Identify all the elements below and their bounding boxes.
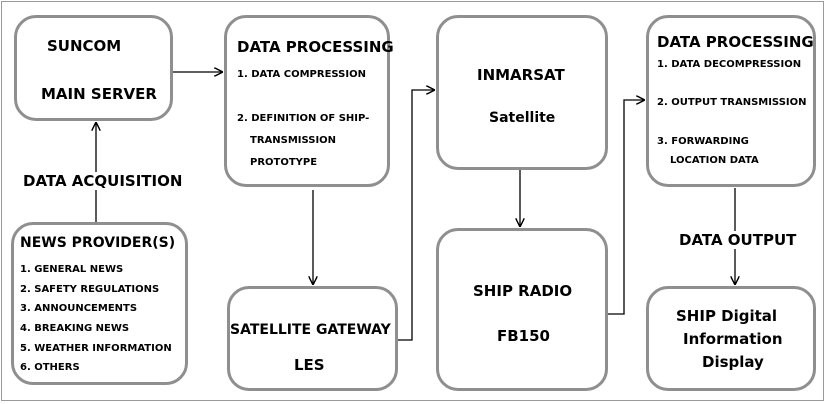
news-item-1: 1. GENERAL NEWS xyxy=(20,264,124,275)
processing2-item3b: LOCATION DATA xyxy=(670,155,759,166)
inmarsat-line1: INMARSAT xyxy=(477,66,565,84)
news-item-3: 3. ANNOUNCEMENTS xyxy=(20,303,138,314)
data-acquisition-label: DATA ACQUISITION xyxy=(21,172,185,190)
processing1-item2a: 2. DEFINITION OF SHIP- xyxy=(237,113,370,124)
processing2-title: DATA PROCESSING xyxy=(657,33,814,51)
processing1-title: DATA PROCESSING xyxy=(237,38,394,56)
suncom-line1: SUNCOM xyxy=(47,37,122,55)
data-processing-box-2: DATA PROCESSING 1. DATA DECOMPRESSION 2.… xyxy=(646,15,816,187)
shipradio-line1: SHIP RADIO xyxy=(473,282,573,300)
inmarsat-satellite-box: INMARSAT Satellite xyxy=(436,15,608,170)
gateway-line1: SATELLITE GATEWAY xyxy=(230,322,391,338)
processing1-item2c: PROTOTYPE xyxy=(250,157,318,168)
processing2-item2: 2. OUTPUT TRANSMISSION xyxy=(657,97,807,108)
inmarsat-line2: Satellite xyxy=(489,110,556,126)
news-providers-box: NEWS PROVIDER(S) 1. GENERAL NEWS 2. SAFE… xyxy=(11,222,188,385)
shipradio-line2: FB150 xyxy=(497,327,550,345)
data-output-label: DATA OUTPUT xyxy=(677,231,799,249)
processing1-item2b: TRANSMISSION xyxy=(250,135,337,146)
ship-digital-display-box: SHIP Digital Information Display xyxy=(646,286,816,391)
processing2-item3a: 3. FORWARDING xyxy=(657,136,749,147)
data-processing-box-1: DATA PROCESSING 1. DATA COMPRESSION 2. D… xyxy=(224,15,394,187)
processing1-item1: 1. DATA COMPRESSION xyxy=(237,69,366,80)
news-item-4: 4. BREAKING NEWS xyxy=(20,323,130,334)
news-title: NEWS PROVIDER(S) xyxy=(20,235,176,251)
arrow-gateway-to-inmarsat xyxy=(398,90,434,341)
news-item-2: 2. SAFETY REGULATIONS xyxy=(20,284,160,295)
news-item-6: 6. OTHERS xyxy=(20,362,80,373)
news-item-5: 5. WEATHER INFORMATION xyxy=(20,343,172,354)
gateway-line2: LES xyxy=(294,356,325,374)
processing2-item1: 1. DATA DECOMPRESSION xyxy=(657,59,802,70)
display-line3: Display xyxy=(702,353,764,371)
ship-radio-box: SHIP RADIO FB150 xyxy=(436,228,608,391)
display-line2: Information xyxy=(683,330,783,348)
suncom-line2: MAIN SERVER xyxy=(41,85,157,103)
arrow-shipradio-to-processing2 xyxy=(608,100,644,315)
suncom-main-server-box: SUNCOM MAIN SERVER xyxy=(14,15,173,121)
display-line1: SHIP Digital xyxy=(676,307,778,325)
satellite-gateway-box: SATELLITE GATEWAY LES xyxy=(227,286,398,391)
